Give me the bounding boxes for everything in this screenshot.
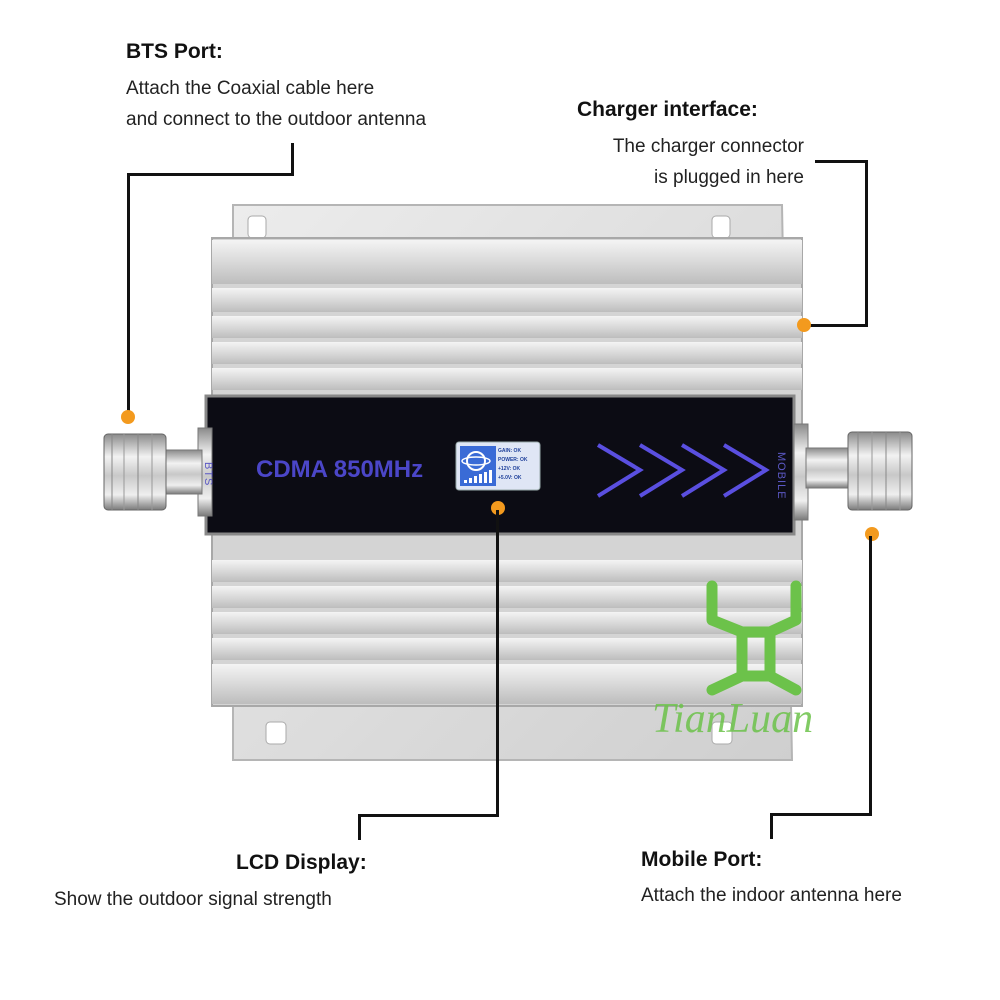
mobile-leader-line bbox=[869, 536, 872, 816]
charger-callout-dot bbox=[797, 318, 811, 332]
mobile-leader-line bbox=[770, 813, 872, 816]
lcd-leader-line bbox=[496, 510, 499, 817]
lcd-leader-line bbox=[358, 814, 361, 840]
lcd-status-power: POWER: OK bbox=[498, 457, 528, 463]
mobile-callout-line1: Attach the indoor antenna here bbox=[641, 885, 902, 906]
bts-callout-line1: Attach the Coaxial cable here bbox=[126, 78, 375, 99]
model-label: CDMA 850MHz bbox=[256, 456, 424, 483]
lcd-callout-title: LCD Display: bbox=[236, 851, 367, 874]
satellite-icon bbox=[466, 451, 486, 471]
charger-callout-line1: The charger connector bbox=[612, 136, 804, 157]
bts-leader-line bbox=[127, 173, 294, 176]
bts-port-label: BTS bbox=[202, 462, 214, 487]
mount-hole bbox=[711, 721, 733, 745]
mobile-port-label: MOBILE bbox=[775, 452, 787, 500]
signal-direction-chevrons bbox=[596, 443, 770, 498]
lcd-status-gain: GAIN: OK bbox=[498, 448, 522, 454]
mobile-callout-title: Mobile Port: bbox=[641, 848, 763, 871]
lcd-callout-dot bbox=[491, 501, 505, 515]
charger-leader-line bbox=[815, 160, 868, 163]
lcd-status-5v: +5.0V: OK bbox=[498, 475, 522, 481]
mount-hole bbox=[247, 215, 267, 239]
bts-callout-title: BTS Port: bbox=[126, 40, 223, 63]
mobile-callout-dot bbox=[865, 527, 879, 541]
bts-callout-desc: Attach the Coaxial cable here and connec… bbox=[126, 73, 546, 135]
charger-leader-line bbox=[810, 324, 868, 327]
charger-callout-title: Charger interface: bbox=[577, 98, 758, 121]
mobile-connector bbox=[793, 423, 913, 521]
bts-callout-dot bbox=[121, 410, 135, 424]
mount-hole bbox=[265, 721, 287, 745]
lcd-display bbox=[455, 441, 541, 491]
lcd-callout-line1: Show the outdoor signal strength bbox=[54, 889, 332, 910]
mobile-leader-line bbox=[770, 813, 773, 839]
charger-callout-line2: is plugged in here bbox=[654, 167, 804, 188]
brand-logo bbox=[706, 580, 802, 696]
bts-leader-line bbox=[127, 173, 130, 415]
bts-leader-line bbox=[291, 143, 294, 176]
signal-bars-icon bbox=[464, 470, 492, 483]
bts-connector bbox=[103, 427, 213, 517]
lcd-status-list: GAIN: OK POWER: OK +12V: OK +5.0V: OK bbox=[498, 447, 538, 483]
mount-hole bbox=[711, 215, 731, 239]
lcd-status-12v: +12V: OK bbox=[498, 466, 521, 472]
bts-callout-line2: and connect to the outdoor antenna bbox=[126, 109, 427, 130]
lcd-leader-line bbox=[358, 814, 499, 817]
brand-name: TianLuan bbox=[652, 696, 814, 742]
charger-leader-line bbox=[865, 160, 868, 327]
charger-callout-desc: The charger connector is plugged in here bbox=[500, 131, 804, 193]
